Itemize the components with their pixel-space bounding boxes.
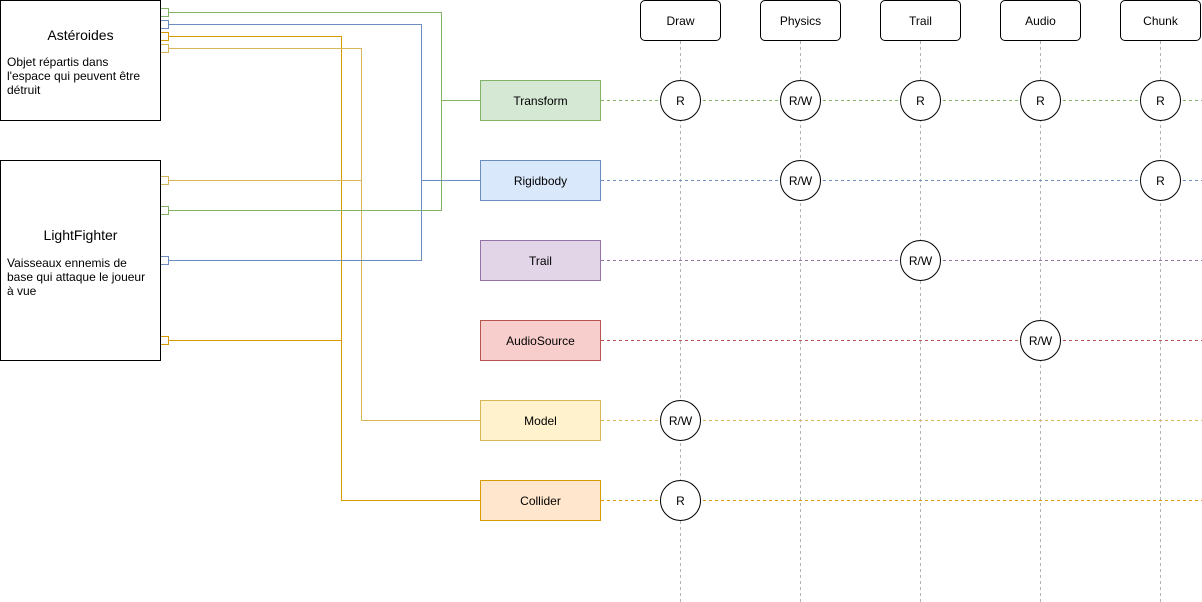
access-audiosource-audio[interactable]: R/W [1020,320,1061,361]
access-collider-draw[interactable]: R [660,480,701,521]
entity-description: Vaisseaux ennemis de base qui attaque le… [7,256,146,298]
system-physics[interactable]: Physics [760,0,841,41]
access-transform-trail[interactable]: R [900,80,941,121]
component-collider[interactable]: Collider [480,480,601,521]
component-trail[interactable]: Trail [480,240,601,281]
component-audiosource[interactable]: AudioSource [480,320,601,361]
access-transform-audio[interactable]: R [1020,80,1061,121]
connector-lightfighter-model [168,180,480,421]
component-transform[interactable]: Transform [480,80,601,121]
connector-lightfighter-collider [168,340,480,501]
access-transform-physics[interactable]: R/W [780,80,821,121]
access-transform-chunk[interactable]: R [1140,80,1181,121]
access-rigidbody-physics[interactable]: R/W [780,160,821,201]
connector-lightfighter-rigidbody [168,180,480,261]
access-transform-draw[interactable]: R [660,80,701,121]
access-model-draw[interactable]: R/W [660,400,701,441]
entity-title: LightFighter [43,227,118,243]
system-draw[interactable]: Draw [640,0,721,41]
entity-title: Astéroides [47,27,114,43]
access-trail-trail[interactable]: R/W [900,240,941,281]
entity-description: Objet répartis dans l'espace qui peuvent… [7,55,141,97]
component-model[interactable]: Model [480,400,601,441]
system-chunk[interactable]: Chunk [1120,0,1201,41]
access-rigidbody-chunk[interactable]: R [1140,160,1181,201]
system-trail[interactable]: Trail [880,0,961,41]
component-rigidbody[interactable]: Rigidbody [480,160,601,201]
connector-lightfighter-transform [168,100,480,211]
system-audio[interactable]: Audio [1000,0,1081,41]
